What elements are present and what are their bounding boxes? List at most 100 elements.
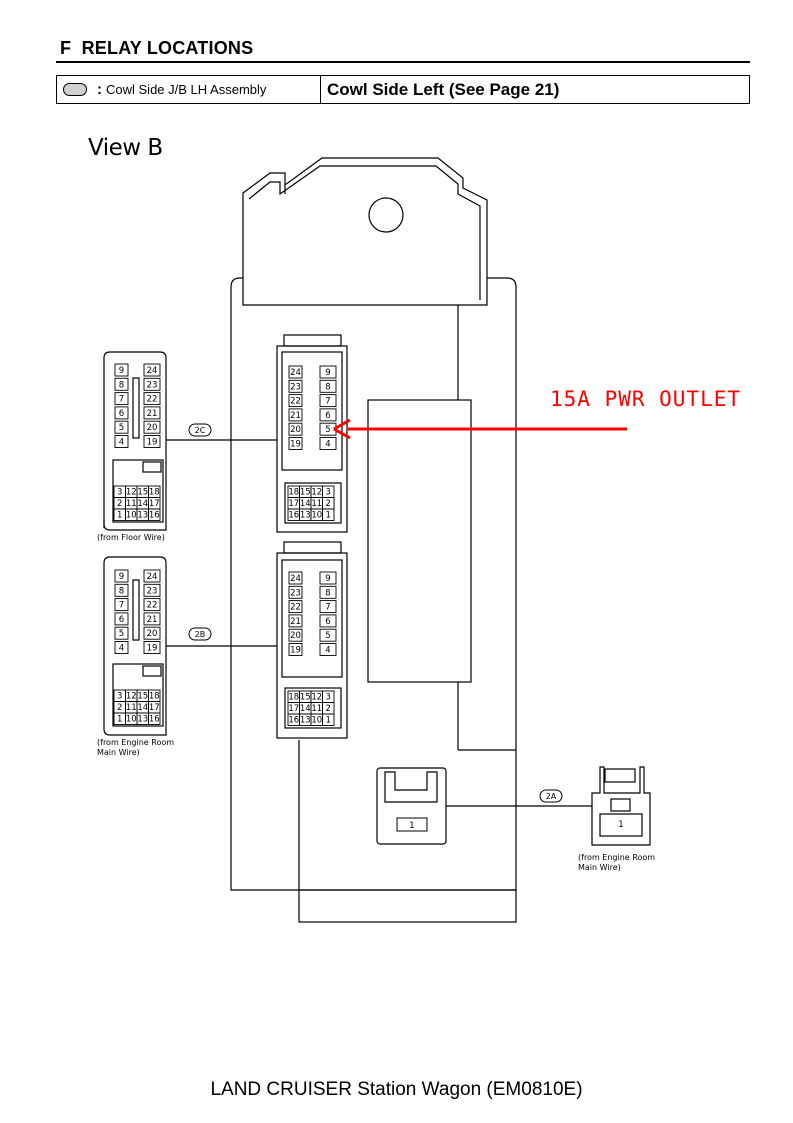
pin-cell (288, 628, 303, 642)
tag-2b: 2B (195, 630, 206, 639)
pin-label: 17 (149, 703, 160, 713)
pin-label: 3 (326, 488, 331, 498)
pin-label: 8 (325, 588, 330, 598)
pin-label: 2 (326, 499, 331, 509)
relay-block-rect (367, 399, 472, 683)
pin-label: 11 (126, 703, 137, 713)
pin-label: 20 (147, 423, 158, 433)
pin-label: 24 (147, 366, 158, 376)
tag-2c: 2C (195, 426, 206, 435)
pin-label: 16 (149, 511, 160, 521)
pin-label: 24 (290, 368, 301, 378)
pin-label: 11 (126, 499, 137, 509)
jb-lower-base (298, 889, 517, 923)
pin-cell (322, 713, 335, 726)
pin-cell (319, 379, 337, 393)
pin-cell (319, 408, 337, 422)
pin-label: 6 (325, 411, 330, 421)
pin-label: 12 (126, 692, 137, 702)
pin-label: 7 (325, 397, 330, 407)
pin-label: 16 (288, 716, 299, 726)
pin-label: 4 (119, 644, 124, 654)
pin-label: 11 (311, 499, 322, 509)
pin-label: 10 (126, 511, 137, 521)
pin-label: 3 (326, 693, 331, 703)
pin-label: 19 (290, 646, 301, 656)
plug-2b-source-line1: (from Engine Room (97, 738, 174, 747)
pin-label: 7 (119, 395, 124, 405)
pin-cell (143, 406, 161, 420)
pin-label: 5 (325, 425, 330, 435)
pin-label: 23 (290, 588, 301, 598)
pin-label: 4 (119, 438, 124, 448)
location-part: Cowl Side J/B LH Assembly (106, 82, 267, 97)
pin-label: 6 (119, 409, 124, 419)
pin-cell (288, 614, 303, 628)
pin-label: 19 (147, 438, 158, 448)
tag-2a: 2A (546, 792, 557, 801)
pin-cell (322, 508, 335, 521)
pin-cell (114, 420, 129, 434)
pin-label: 6 (325, 617, 330, 627)
pin-label: 6 (119, 615, 124, 625)
socket-2a-housing (376, 767, 447, 845)
pin-label: 14 (137, 703, 148, 713)
pin-label: 16 (149, 715, 160, 725)
pin-label: 10 (311, 716, 322, 726)
pin-label: 12 (311, 488, 322, 498)
plug-2b-outline (103, 556, 167, 736)
pin-cell (114, 598, 129, 612)
pin-cell (288, 394, 303, 408)
pin-label: 1 (117, 715, 122, 725)
pin-label: 21 (290, 411, 301, 421)
pin-label: 22 (290, 603, 301, 613)
pin-label: 1 (117, 511, 122, 521)
plug-2c-outline (103, 351, 167, 531)
heading-rule (56, 61, 750, 63)
pin-label: 22 (147, 601, 158, 611)
socket-2a-pin: 1 (409, 821, 414, 831)
pin-cell (319, 643, 337, 656)
pin-label: 16 (288, 511, 299, 521)
pin-label: 7 (119, 601, 124, 611)
pin-label: 4 (325, 440, 330, 450)
pin-label: 21 (147, 615, 158, 625)
view-label: View B (88, 135, 163, 161)
jb-top-cover (242, 157, 488, 306)
pin-cell (143, 392, 161, 406)
pin-label: 8 (119, 380, 124, 390)
pin-cell (319, 365, 337, 379)
location-part-cell: :Cowl Side J/B LH Assembly (57, 76, 321, 103)
pin-label: 5 (119, 629, 124, 639)
pin-label: 24 (147, 572, 158, 582)
pin-cell (143, 420, 161, 434)
pin-cell (114, 569, 129, 583)
pin-cell (143, 641, 161, 654)
pin-label: 5 (325, 631, 330, 641)
pin-cell (319, 614, 337, 628)
pin-cell (288, 643, 303, 656)
pin-cell (114, 363, 129, 377)
pin-label: 14 (300, 499, 311, 509)
pin-cell (143, 612, 161, 626)
pin-label: 20 (290, 631, 301, 641)
pin-cell (319, 628, 337, 642)
pin-label: 18 (288, 693, 299, 703)
pin-label: 9 (119, 572, 124, 582)
pin-cell (143, 363, 161, 377)
mounting-hole-icon (368, 197, 404, 233)
pin-label: 10 (126, 715, 137, 725)
pin-label: 13 (137, 715, 148, 725)
section-letter: F (60, 38, 72, 58)
pin-cell (114, 626, 129, 640)
section-heading: F RELAY LOCATIONS (60, 38, 253, 59)
pin-cell (288, 585, 303, 599)
pin-cell (114, 612, 129, 626)
pin-label: 13 (137, 511, 148, 521)
pin-cell (148, 508, 161, 521)
pin-cell (148, 712, 161, 725)
